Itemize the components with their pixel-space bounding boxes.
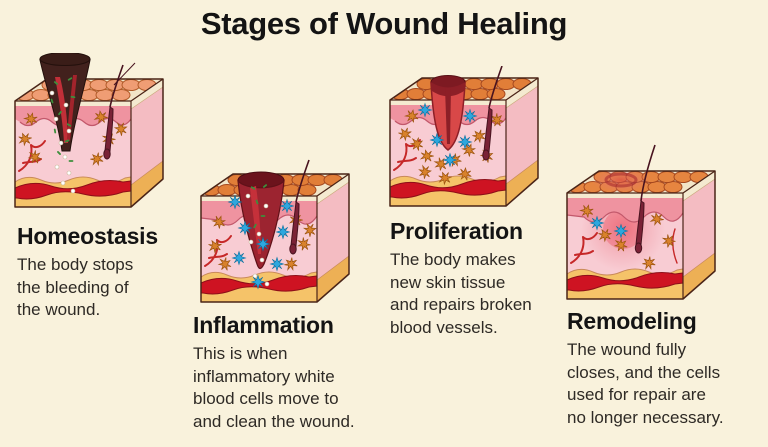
inflammation-illustration [200, 159, 350, 303]
proliferation-illustration [389, 66, 539, 207]
skin-block [14, 78, 164, 208]
capillary-vessel-right-icon [672, 228, 678, 264]
stage-title-proliferation: Proliferation [390, 218, 523, 244]
capillary-vessel-icon [570, 232, 598, 264]
stage-card-homeostasis: Homeostasis The body stops the bleeding … [7, 53, 177, 322]
hair-follicle-icon [634, 144, 656, 254]
stage-description-inflammation: This is when inflammatory white blood ce… [193, 344, 355, 431]
stage-card-inflammation: Inflammation This is when inflammatory w… [193, 158, 373, 433]
homeostasis-illustration [14, 53, 164, 208]
blood-vessel-band [566, 272, 684, 292]
stage-title-homeostasis: Homeostasis [17, 223, 158, 249]
page-title: Stages of Wound Healing [200, 6, 568, 41]
stage-description-proliferation: The body makes new skin tissue and repai… [390, 250, 532, 337]
skin-block [389, 77, 539, 207]
stage-card-remodeling: Remodeling The wound fully closes, and t… [559, 141, 755, 429]
closing-wound-icon [430, 75, 466, 151]
hair-follicle-icon [482, 66, 503, 161]
hair-follicle-icon [289, 159, 310, 255]
scar-ring [604, 172, 638, 188]
remodeling-illustration [566, 144, 716, 300]
stage-title-inflammation: Inflammation [193, 312, 334, 338]
hair-follicle-icon [103, 62, 136, 160]
stage-card-proliferation: Proliferation The body makes new skin ti… [382, 66, 558, 339]
blood-vessel-band [389, 179, 507, 199]
blood-stream [55, 77, 68, 143]
stage-title-remodeling: Remodeling [567, 308, 697, 334]
stage-description-remodeling: The wound fully closes, and the cells us… [567, 340, 724, 427]
wound-clot-icon [237, 171, 285, 270]
skin-surface-cells [567, 171, 709, 193]
scar-surface-glow [591, 171, 651, 193]
stage-description-homeostasis: The body stops the bleeding of the wound… [17, 255, 134, 320]
